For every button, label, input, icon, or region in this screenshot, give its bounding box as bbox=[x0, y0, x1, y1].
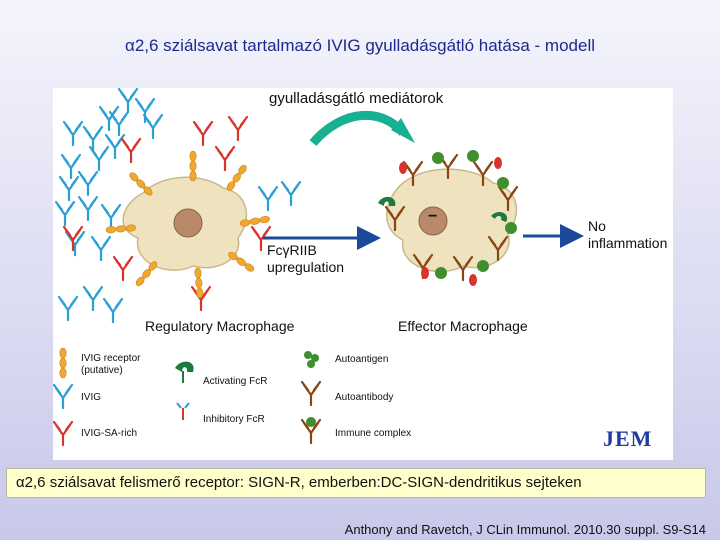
regulatory-macrophage-cell bbox=[105, 150, 271, 299]
fcr-name: FcγRIIB bbox=[267, 242, 317, 258]
legend-ivig: IVIG bbox=[81, 392, 102, 403]
legend-ivig-sa-rich: IVIG-SA-rich bbox=[81, 428, 138, 439]
slide-title: α2,6 sziálsavat tartalmazó IVIG gyulladá… bbox=[124, 36, 595, 55]
mediators-label: gyulladásgátló mediátorok bbox=[269, 90, 444, 107]
outcome-line1: No bbox=[588, 218, 606, 234]
legend-ivig-receptor-line2: (putative) bbox=[81, 365, 123, 376]
receptor-note: α2,6 sziálsavat felismerő receptor: SIGN… bbox=[6, 468, 706, 498]
model-diagram bbox=[53, 88, 584, 447]
legend-autoantigen: Autoantigen bbox=[335, 354, 389, 365]
regulatory-macrophage-label: Regulatory Macrophage bbox=[145, 318, 295, 334]
journal-logo: JEM bbox=[603, 426, 653, 451]
effector-sign: − bbox=[428, 208, 438, 225]
fcr-label: FcγRIIB upregulation bbox=[267, 242, 344, 276]
curved-arrow bbox=[309, 110, 407, 147]
effector-macrophage-label: Effector Macrophage bbox=[398, 318, 528, 334]
legend-ivig-receptor-line1: IVIG receptor bbox=[81, 353, 141, 364]
legend-activating-fcr: Activating FcR bbox=[203, 376, 268, 387]
legend-inhibitory-fcr: Inhibitory FcR bbox=[203, 414, 265, 425]
legend-autoantibody: Autoantibody bbox=[335, 392, 394, 403]
citation: Anthony and Ravetch, J CLin Immunol. 201… bbox=[344, 522, 706, 537]
effector-macrophage-cell bbox=[386, 168, 518, 273]
legend-ivig-receptor: IVIG receptor (putative) bbox=[81, 353, 140, 377]
outcome-line2: inflammation bbox=[588, 235, 668, 251]
legend-immune-complex: Immune complex bbox=[335, 428, 412, 439]
upregulation-label: upregulation bbox=[267, 259, 345, 275]
outcome-label: No inflammation bbox=[588, 218, 667, 252]
legend-symbols bbox=[53, 347, 322, 447]
model-figure: gyulladásgátló mediátorok FcγRIIB upregu… bbox=[53, 88, 673, 460]
